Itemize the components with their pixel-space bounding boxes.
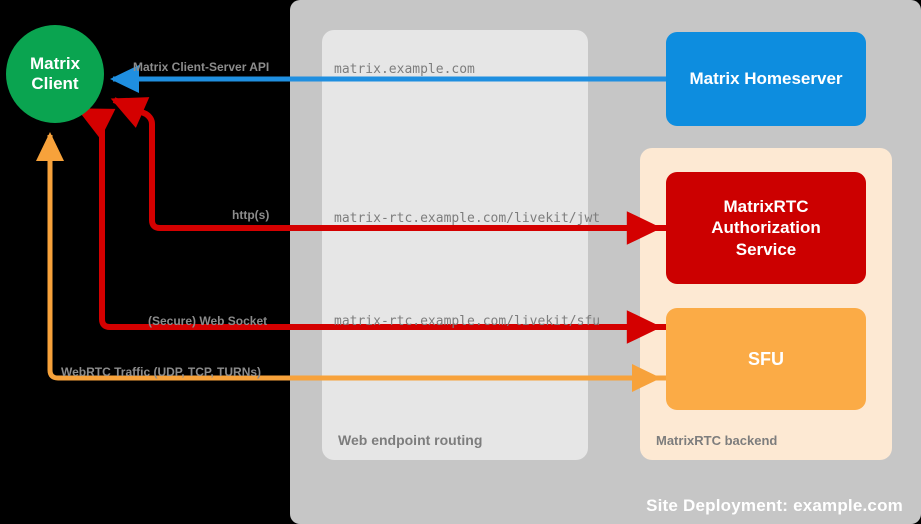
node-matrix-client-line2: Client — [31, 74, 79, 93]
edge-label-client-server-api: Matrix Client-Server API — [133, 60, 270, 74]
url-label-livekit-sfu: matrix-rtc.example.com/livekit/sfu — [334, 314, 601, 329]
edge-label-https: http(s) — [232, 208, 270, 222]
matrixrtc-backend-label: MatrixRTC backend — [656, 433, 778, 448]
edge-label-websocket: (Secure) Web Socket — [148, 314, 268, 328]
node-matrix-client[interactable]: Matrix Client — [6, 25, 104, 123]
edge-label-webrtc: WebRTC Traffic (UDP, TCP, TURNs) — [61, 365, 262, 379]
node-sfu-label: SFU — [748, 348, 784, 369]
node-auth-service-line1: MatrixRTC — [723, 197, 809, 217]
node-matrix-client-line1: Matrix — [29, 53, 81, 73]
web-endpoint-routing-label: Web endpoint routing — [338, 432, 483, 448]
node-auth-service-line2: Authorization — [711, 218, 821, 238]
site-deployment-label: Site Deployment: example.com — [646, 496, 903, 515]
container-web-endpoint-routing: Web endpoint routing — [322, 30, 588, 460]
node-matrix-homeserver[interactable]: Matrix Homeserver — [666, 32, 866, 126]
node-matrix-homeserver-label: Matrix Homeserver — [689, 69, 843, 89]
url-label-matrix: matrix.example.com — [334, 62, 475, 77]
node-matrixrtc-authorization-service[interactable]: MatrixRTC Authorization Service — [666, 172, 866, 284]
url-label-livekit-jwt: matrix-rtc.example.com/livekit/jwt — [334, 211, 601, 226]
node-auth-service-line3: Service — [735, 239, 797, 259]
node-sfu[interactable]: SFU — [666, 308, 866, 410]
node-auth-service-text: MatrixRTC Authorization Service — [711, 196, 821, 260]
